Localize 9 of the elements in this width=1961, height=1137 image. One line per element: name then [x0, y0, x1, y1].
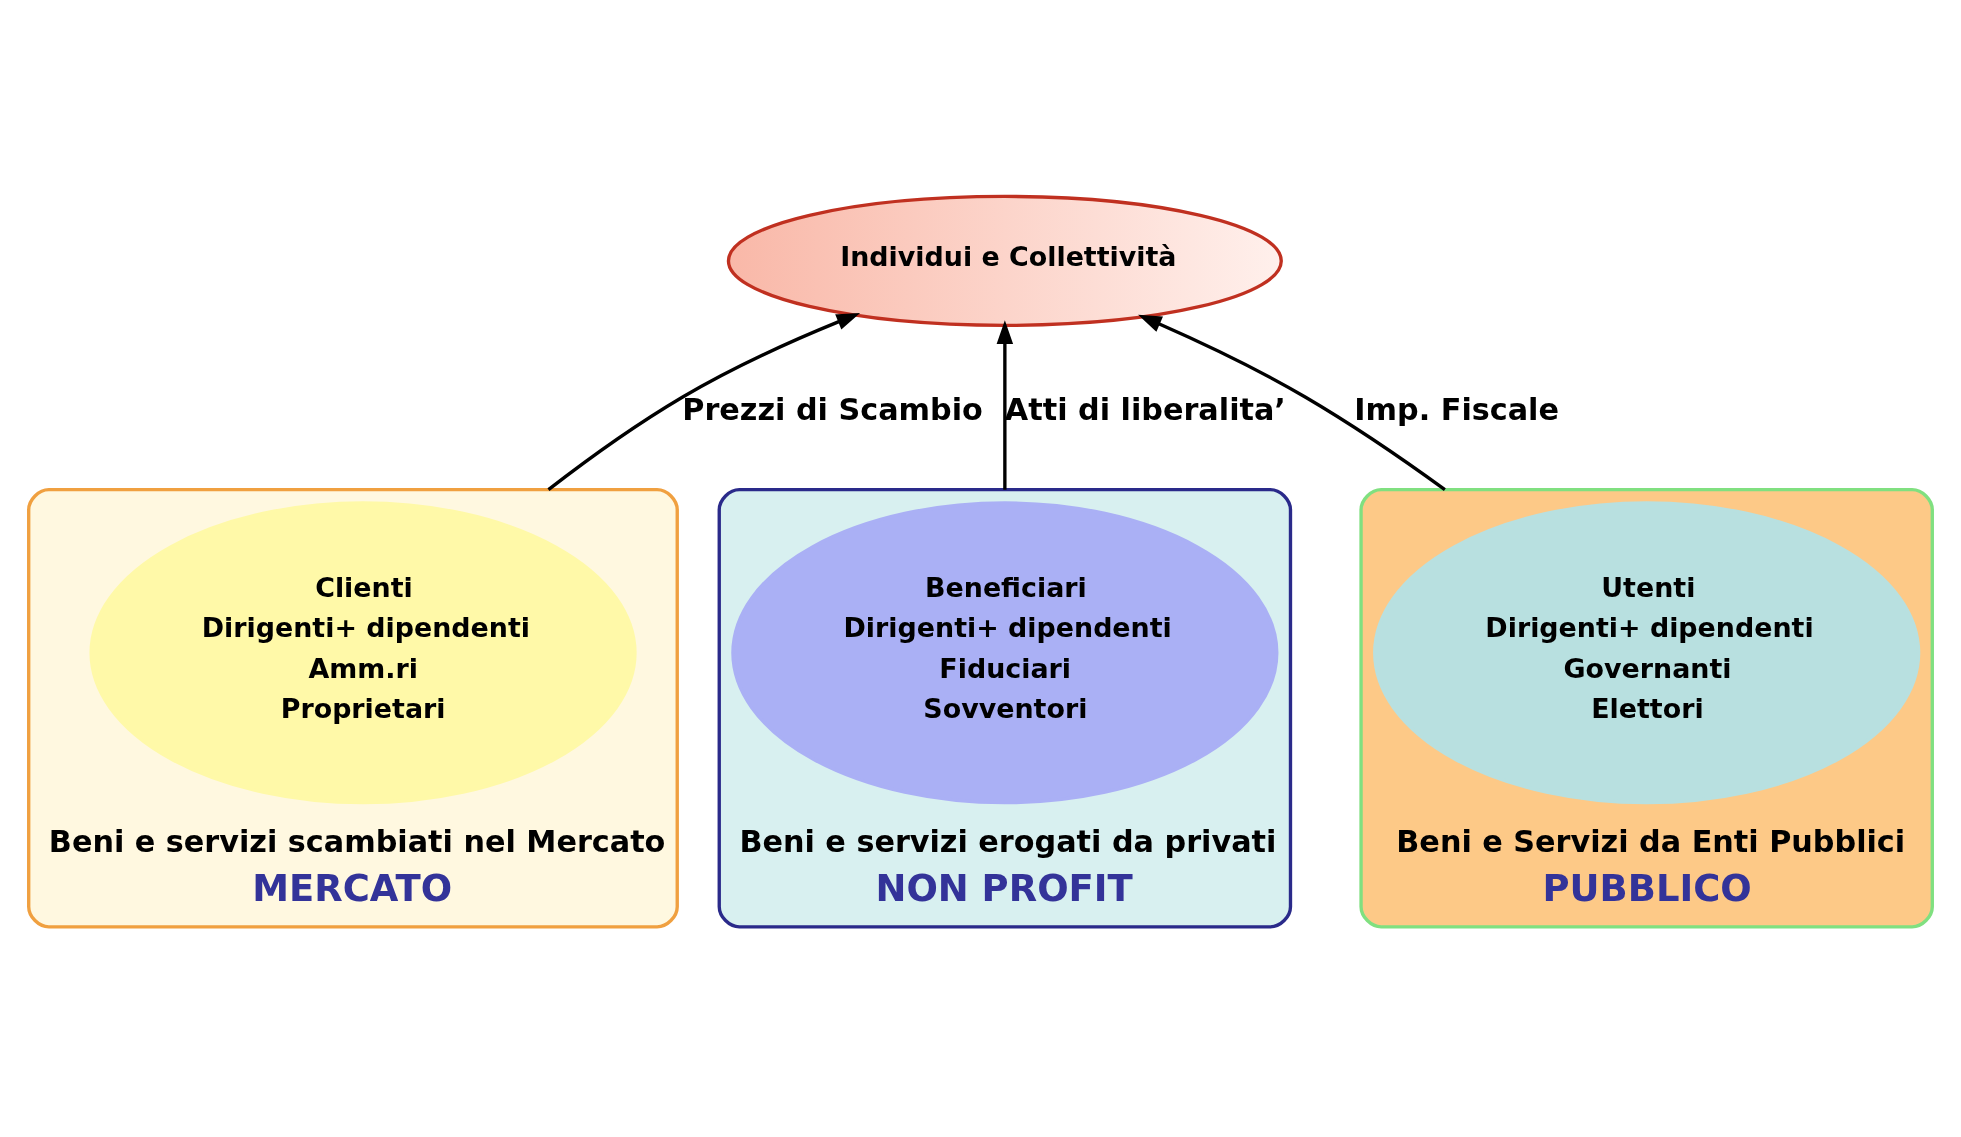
edge-label: Imp. Fiscale: [1354, 391, 1559, 427]
node-ellipse: Beneficiari Dirigenti+ dipendenti Fiduciari Sovventori: [731, 501, 1279, 805]
node-ellipse: Utenti Dirigenti+ dipendenti Governanti Elettori: [1373, 501, 1921, 805]
edge-label: Prezzi di Scambio: [682, 391, 983, 427]
arrow: [547, 313, 861, 492]
node-ellipse: Clienti Dirigenti+ dipendenti Amm.ri Proprietari: [89, 501, 637, 805]
arrow: [1138, 314, 1446, 492]
edge-label: Atti di liberalita’: [1004, 391, 1286, 427]
arrow: [996, 320, 1014, 490]
